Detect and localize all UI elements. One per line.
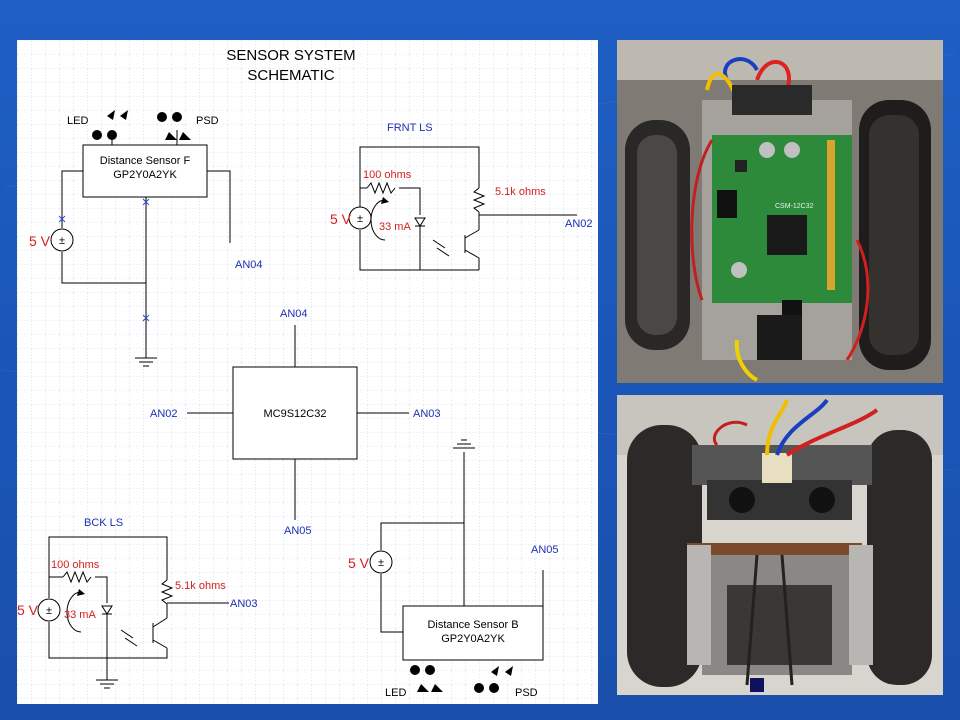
mcu-name: MC9S12C32 (264, 408, 327, 420)
front-ls-current: 33 mA (379, 221, 411, 233)
front-light-sensor: FRNT LS ± 100 ohms 5.1k ohms 5 V 33 mA A… (330, 122, 593, 271)
front-ls-output: AN02 (565, 218, 593, 230)
back-sensor-model: GP2Y0A2YK (441, 633, 505, 645)
back-light-sensor: BCK LS ± 100 ohms 5.1k ohms 5 V 33 mA AN… (17, 517, 258, 689)
schematic-panel: SENSOR SYSTEM SCHEMATIC Distance Sensor … (17, 40, 598, 704)
board-label: CSM-12C32 (775, 203, 814, 210)
back-ls-title: BCK LS (84, 517, 123, 529)
back-distance-sensor: Distance Sensor B GP2Y0A2YK ± 5 V AN05 L… (348, 439, 559, 699)
svg-text:±: ± (357, 213, 363, 225)
front-distance-sensor: Distance Sensor F GP2Y0A2YK LED PSD ± 5 … (29, 110, 263, 367)
mcu-block: MC9S12C32 AN04 AN02 AN03 AN05 (150, 308, 441, 537)
robot-rear-photo (617, 395, 943, 695)
back-sensor-output: AN05 (531, 544, 559, 556)
schematic-title-line2: SCHEMATIC (247, 67, 334, 84)
front-ls-supply: 5 V (330, 211, 352, 227)
mcu-right-pin: AN03 (413, 408, 441, 420)
mcu-bottom-pin: AN05 (284, 525, 312, 537)
front-psd-label: PSD (196, 115, 219, 127)
front-sensor-supply: 5 V (29, 233, 51, 249)
front-sensor-output: AN04 (235, 259, 263, 271)
back-ls-supply: 5 V (17, 602, 39, 618)
back-sensor-supply: 5 V (348, 555, 370, 571)
front-ls-title: FRNT LS (387, 122, 433, 134)
back-psd-label: PSD (515, 687, 538, 699)
svg-text:±: ± (378, 557, 384, 569)
front-sensor-model: GP2Y0A2YK (113, 169, 177, 181)
front-ls-resistor2: 5.1k ohms (495, 186, 546, 198)
front-sensor-name: Distance Sensor F (100, 155, 191, 167)
schematic-title-line1: SENSOR SYSTEM (226, 47, 355, 64)
back-ls-current: 33 mA (64, 609, 96, 621)
back-ls-resistor2: 5.1k ohms (175, 580, 226, 592)
mcu-left-pin: AN02 (150, 408, 178, 420)
back-sensor-name: Distance Sensor B (427, 619, 518, 631)
svg-text:±: ± (59, 235, 65, 247)
mcu-top-pin: AN04 (280, 308, 308, 320)
svg-text:±: ± (46, 605, 52, 617)
front-ls-resistor1: 100 ohms (363, 169, 412, 181)
robot-top-photo: CSM-12C32 (617, 40, 943, 383)
back-led-label: LED (385, 687, 406, 699)
back-ls-resistor1: 100 ohms (51, 559, 100, 571)
back-ls-output: AN03 (230, 598, 258, 610)
front-led-label: LED (67, 115, 88, 127)
